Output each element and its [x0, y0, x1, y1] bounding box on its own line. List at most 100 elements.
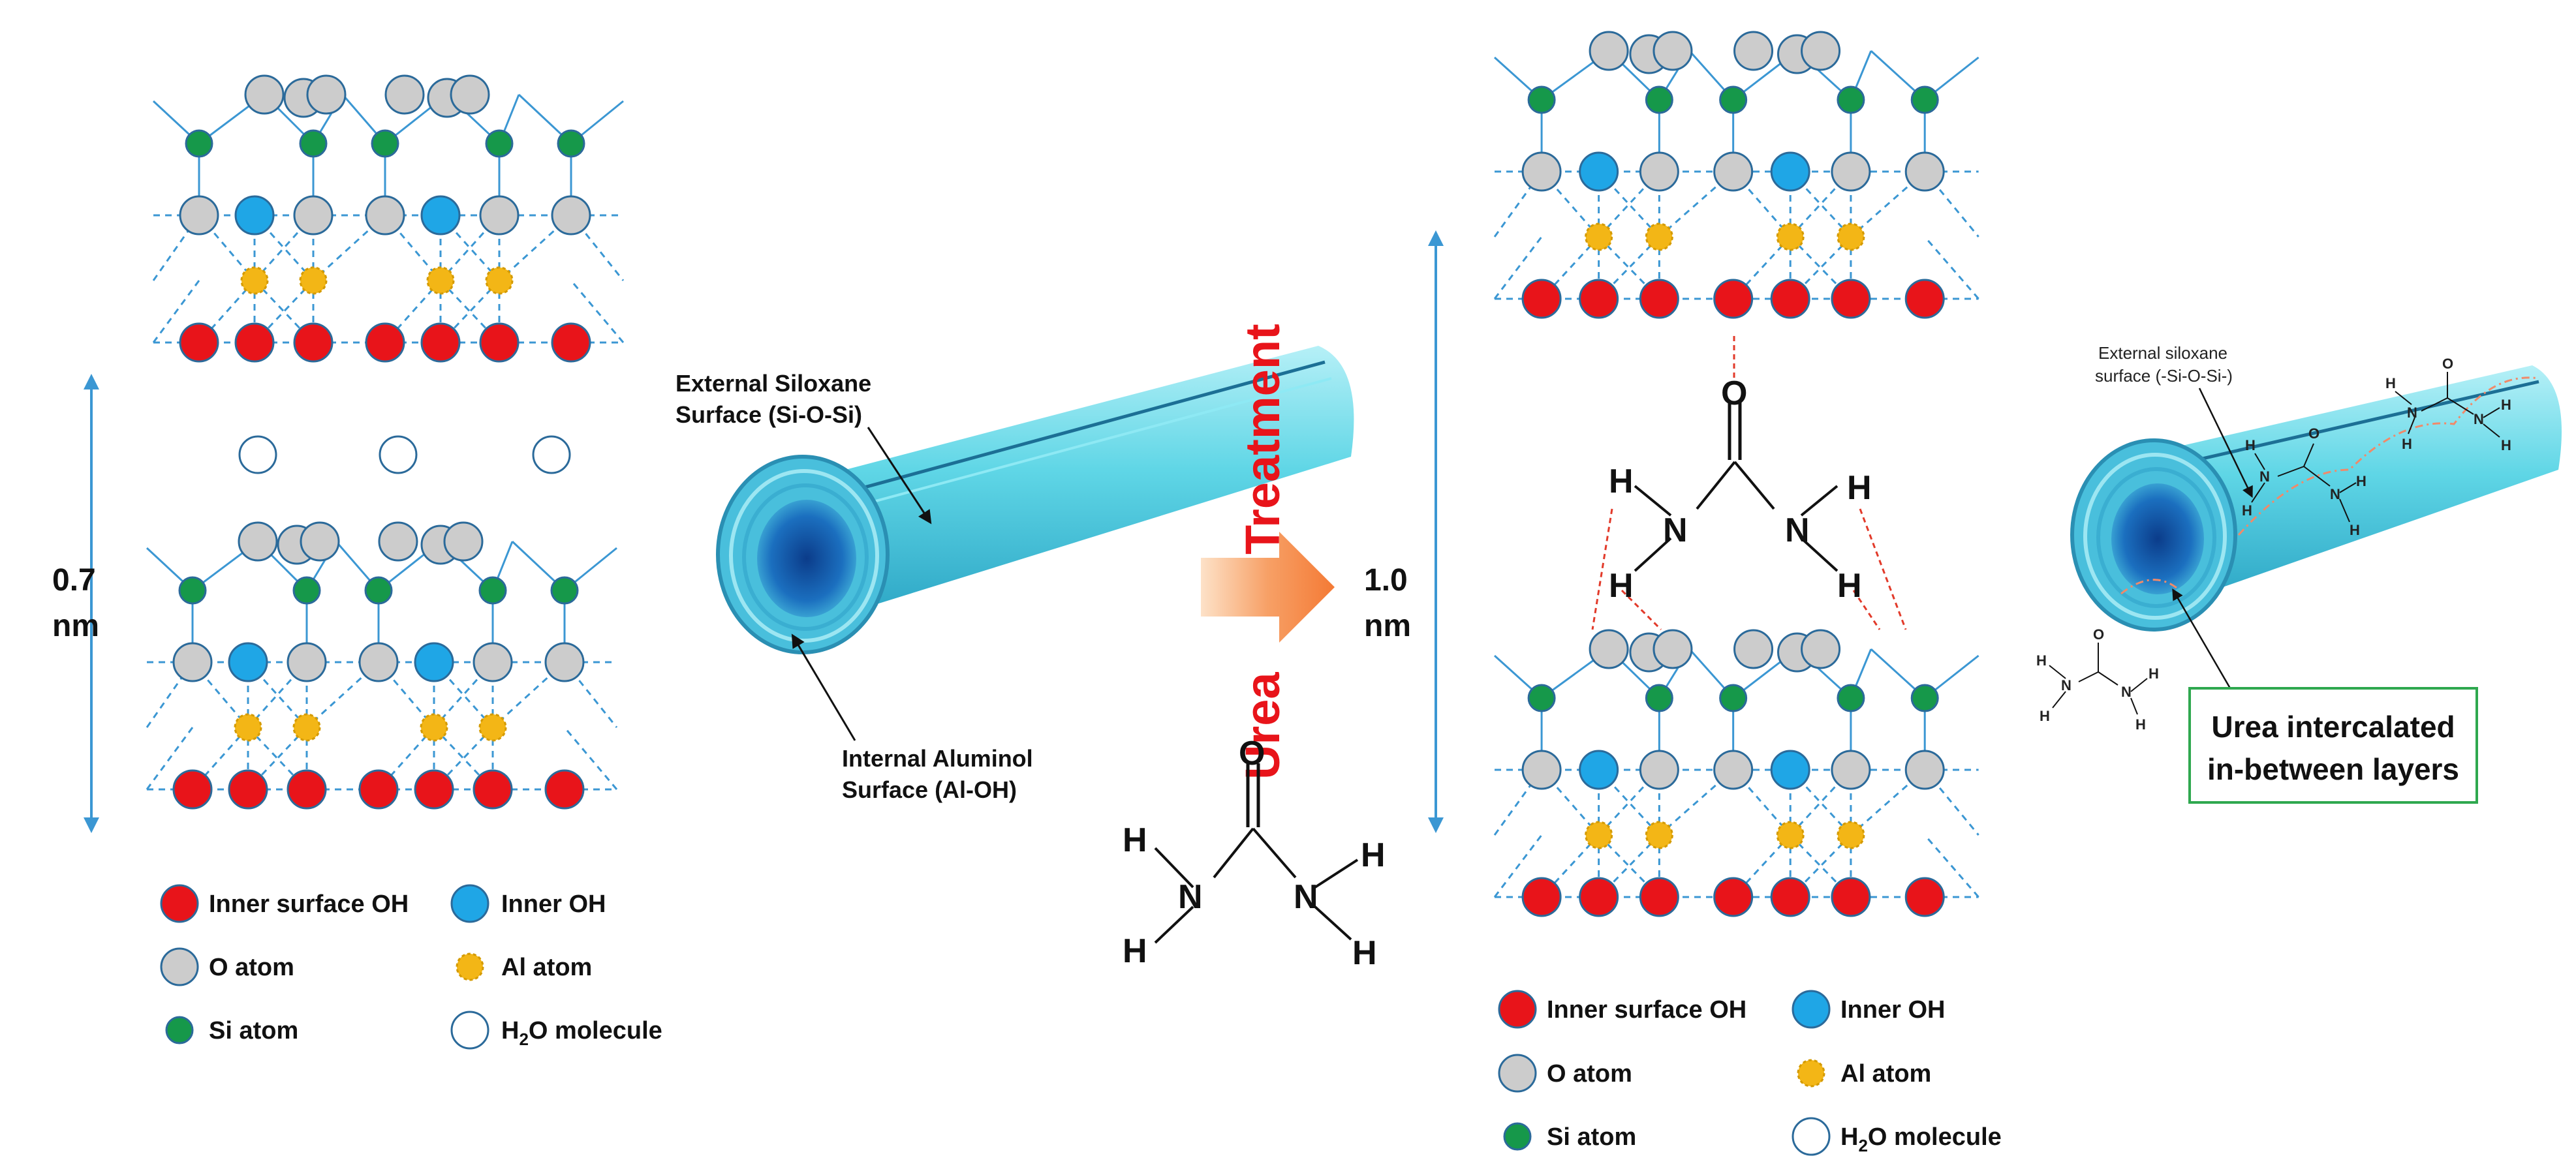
o-atom: [1733, 31, 1774, 71]
o-atom: [1653, 31, 1693, 71]
inner-surface-oh: [179, 322, 219, 363]
legend-right: Inner surface OH Inner OH O atom Al atom…: [1547, 996, 2002, 1155]
o-atom: [1653, 629, 1693, 669]
inner-surface-oh: [358, 769, 399, 810]
o-atom: [179, 195, 219, 236]
o-atom: [358, 642, 399, 682]
bond: [1924, 834, 1979, 898]
si-atom: [1719, 684, 1748, 712]
right-spacing-unit: nm: [1364, 609, 1411, 643]
si-atom: [178, 576, 207, 605]
al-atom: [240, 266, 269, 295]
si-atom: [550, 576, 579, 605]
al-atom: [1585, 821, 1613, 849]
inner-surface-oh: [1904, 279, 1945, 319]
bond: [1493, 236, 1543, 299]
urea-free-h2: H: [1123, 932, 1147, 970]
mini-urea1-h3: H: [2356, 473, 2367, 489]
si-atom: [371, 129, 399, 158]
inner-oh: [1770, 750, 1810, 790]
inner-surface-oh: [172, 769, 213, 810]
urea-free-h3: H: [1361, 836, 1386, 874]
urea-int-h1: H: [1609, 463, 1634, 500]
mini-urea2-h1: H: [2385, 375, 2396, 391]
legend-right-h2o: H2O molecule: [1840, 1123, 2002, 1155]
legend-inner-oh-marker: [450, 884, 489, 923]
o-atom: [293, 195, 334, 236]
inner-surface-oh: [551, 322, 591, 363]
o-atom: [1801, 31, 1841, 71]
halloysite-nanotube-right: N N O H H H H N N O H H H H N N O H H H …: [2036, 356, 2562, 733]
inner-surface-oh: [1521, 279, 1562, 319]
o-atom: [1521, 151, 1562, 192]
bond: [1540, 236, 1600, 300]
urea-int-h2: H: [1609, 567, 1634, 605]
o-atom: [479, 195, 520, 236]
inner-oh: [228, 642, 268, 682]
al-atom: [1776, 821, 1805, 849]
o-atom: [1801, 629, 1841, 669]
inner-surface-oh: [544, 769, 585, 810]
o-atom: [1589, 31, 1629, 71]
o-atom: [1904, 750, 1945, 790]
al-atom: [1837, 222, 1865, 251]
external-siloxane-label-line1: External Siloxane: [675, 370, 871, 397]
urea-int-o: O: [1721, 374, 1747, 412]
left-spacing-unit: nm: [52, 609, 99, 643]
inner-oh: [1579, 151, 1619, 192]
external-siloxane-small-line2: surface (-Si-O-Si-): [2095, 366, 2233, 386]
kaolinite-layer-1: [152, 74, 625, 363]
bond: [1493, 834, 1543, 898]
legend-inner-oh-marker: [1792, 990, 1831, 1029]
legend-al-atom-marker: [456, 952, 484, 981]
legend-al-atom-marker: [1797, 1059, 1825, 1088]
legend-left-inner-oh: Inner OH: [501, 891, 606, 918]
mini-urea2-h3: H: [2501, 397, 2511, 413]
inner-surface-oh: [1770, 877, 1810, 917]
o-atom: [172, 642, 213, 682]
urea-free-o: O: [1239, 735, 1265, 772]
legend-left-si-atom: Si atom: [209, 1017, 298, 1044]
internal-aluminol-label-line1: Internal Aluminol: [842, 745, 1033, 772]
o-atom: [1639, 151, 1679, 192]
legend-o-atom-marker: [1498, 1054, 1537, 1093]
legend-inner-surface-oh-marker: [1498, 990, 1537, 1029]
o-atom: [1733, 629, 1774, 669]
urea-int-h3: H: [1847, 469, 1872, 507]
urea-intercalated-box: [2188, 687, 2478, 804]
mini-urea1-h1: H: [2245, 437, 2256, 453]
bond: [570, 280, 625, 343]
urea-free-h1: H: [1123, 821, 1147, 859]
si-atom: [1645, 85, 1673, 114]
si-atom: [1910, 684, 1939, 712]
mini-urea3-o: O: [2093, 626, 2104, 643]
urea-free-n-left: N: [1178, 878, 1203, 916]
o-atom: [238, 521, 278, 562]
si-atom: [364, 576, 393, 605]
kaolinite-layer-2: [146, 521, 618, 810]
mini-urea2-o: O: [2442, 356, 2453, 372]
si-atom: [485, 129, 514, 158]
internal-aluminol-label-line2: Surface (Al-OH): [842, 776, 1017, 803]
mini-urea3-n2: N: [2121, 684, 2132, 700]
inner-surface-oh: [287, 769, 327, 810]
inner-oh: [1579, 750, 1619, 790]
legend-left-al-atom: Al atom: [501, 954, 592, 981]
treatment-word-urea: Urea: [1235, 672, 1290, 780]
o-atom: [1589, 629, 1629, 669]
internal-surface-pointer: [791, 633, 856, 741]
o-atom: [384, 74, 425, 115]
urea-intercalated-box-line2: in-between layers: [2207, 752, 2459, 786]
inner-surface-oh: [1904, 877, 1945, 917]
inner-surface-oh: [414, 769, 454, 810]
inner-surface-oh: [1579, 877, 1619, 917]
box-pointer: [2172, 588, 2233, 692]
mini-urea2-h2: H: [2402, 436, 2412, 452]
legend-right-al-atom: Al atom: [1840, 1060, 1931, 1088]
al-atom: [1837, 821, 1865, 849]
legend-o-atom-marker: [160, 947, 199, 986]
inner-surface-oh: [1831, 279, 1871, 319]
o-atom: [244, 74, 285, 115]
al-atom: [234, 713, 262, 742]
